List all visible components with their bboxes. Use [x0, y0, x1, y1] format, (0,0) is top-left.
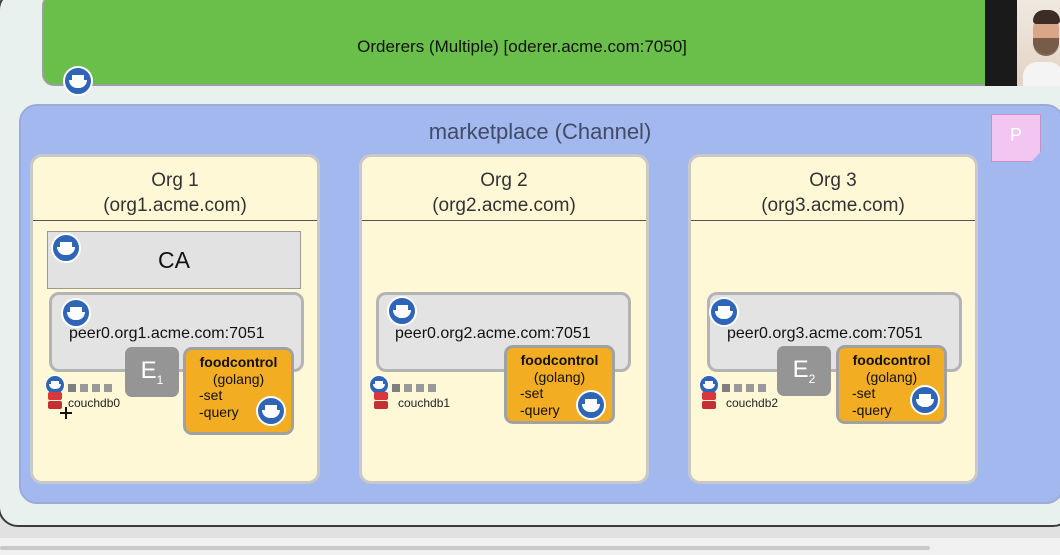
orderer-label: Orderers (Multiple) [oderer.acme.com:705… — [357, 37, 687, 56]
docker-icon — [63, 66, 93, 96]
org1-endorser: E1 — [125, 347, 179, 397]
org1-chaincode-fn-query: -query — [199, 404, 239, 420]
org3-chaincode-lang: (golang) — [865, 369, 918, 385]
link-connector — [68, 379, 116, 392]
couchdb-icon — [46, 388, 66, 416]
mouse-cursor — [60, 407, 72, 419]
org3-name: Org 3 — [809, 170, 857, 191]
org3-chaincode-fn-set: -set — [852, 385, 876, 401]
org1-chaincode: foodcontrol (golang) -set -query — [183, 347, 294, 435]
org1-chaincode-name: foodcontrol — [199, 354, 278, 370]
org1-chaincode-fn-set: -set — [199, 387, 223, 403]
policy-note: P — [991, 114, 1041, 162]
docker-icon — [910, 385, 940, 415]
org1-name: Org 1 — [151, 170, 199, 191]
org2-chaincode-lang: (golang) — [533, 369, 586, 385]
webcam-presenter — [1017, 0, 1060, 86]
couchdb-icon — [372, 388, 392, 416]
docker-icon — [51, 233, 81, 263]
orderer-block: Orderers (Multiple) [oderer.acme.com:705… — [42, 0, 1002, 86]
docker-icon — [709, 297, 739, 327]
org3-chaincode-fn-query: -query — [852, 402, 892, 418]
org1-chaincode-lang: (golang) — [212, 371, 265, 387]
org2-peer-label: peer0.org2.acme.com:7051 — [395, 325, 591, 342]
docker-icon — [61, 298, 91, 328]
org1-domain: (org1.acme.com) — [103, 195, 247, 216]
org3-chaincode-name: foodcontrol — [852, 352, 931, 368]
org2-couchdb-label: couchdb1 — [398, 396, 451, 410]
certificate-authority: CA — [47, 231, 301, 289]
org3-endorser-letter: E — [792, 356, 809, 383]
webcam-frame — [985, 0, 1017, 86]
org2-domain: (org2.acme.com) — [432, 195, 576, 216]
org3-endorser: E2 — [777, 346, 831, 396]
org3-couchdb-label: couchdb2 — [726, 396, 779, 410]
org2-chaincode-fn-query: -query — [520, 402, 560, 418]
channel-title: marketplace (Channel) — [428, 119, 652, 144]
org2-name: Org 2 — [480, 170, 528, 191]
couchdb-icon — [700, 388, 720, 416]
org1-endorser-index: 1 — [156, 372, 164, 387]
org2-header: Org 2 (org2.acme.com) — [362, 157, 646, 221]
org3-endorser-index: 2 — [808, 371, 816, 386]
horizontal-scrollbar[interactable] — [0, 546, 930, 550]
org3-header: Org 3 (org3.acme.com) — [691, 157, 975, 221]
docker-icon — [576, 390, 606, 420]
org1-endorser-letter: E — [140, 357, 157, 384]
org1-peer-label: peer0.org1.acme.com:7051 — [69, 325, 265, 342]
org2-chaincode-name: foodcontrol — [520, 352, 599, 368]
policy-note-label: P — [1010, 125, 1023, 145]
org1-couchdb-label: couchdb0 — [68, 396, 121, 410]
org3-peer-label: peer0.org3.acme.com:7051 — [727, 325, 923, 342]
org1-header: Org 1 (org1.acme.com) — [33, 157, 317, 221]
link-connector — [722, 379, 770, 392]
org2-chaincode-fn-set: -set — [520, 385, 544, 401]
docker-icon — [256, 396, 286, 426]
docker-icon — [387, 296, 417, 326]
org3-domain: (org3.acme.com) — [761, 195, 905, 216]
link-connector — [392, 379, 440, 392]
